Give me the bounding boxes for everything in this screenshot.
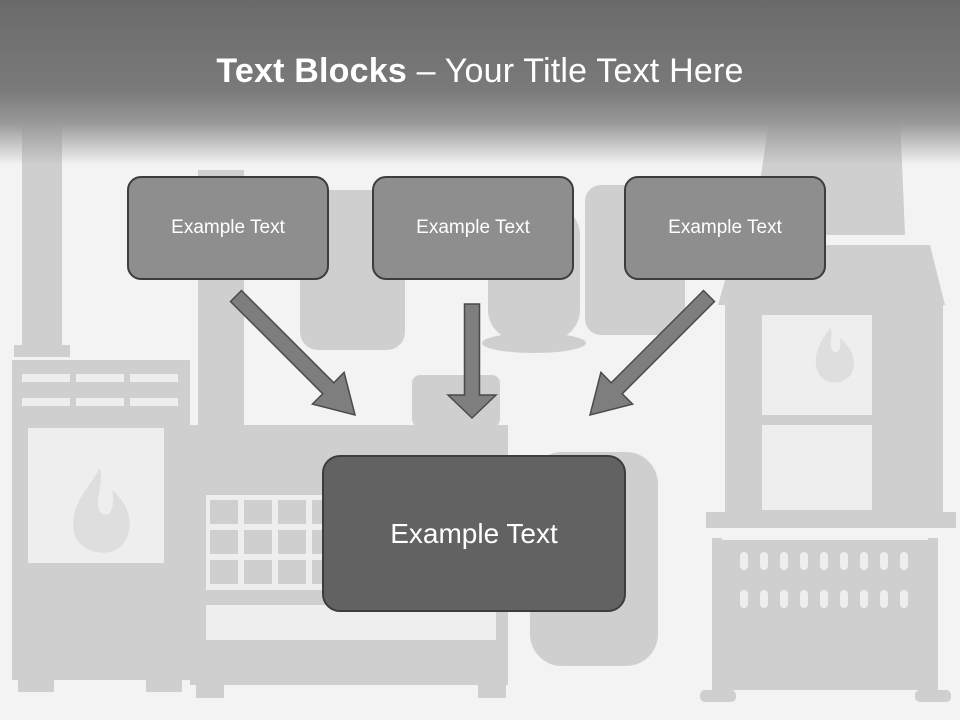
title-bold-part: Text Blocks [216,52,407,90]
arrow-right-to-center [588,289,716,417]
title-regular-part: Your Title Text Here [444,52,744,90]
title-separator: – [406,52,445,90]
arrow-middle-to-center [446,303,498,420]
text-block-right-label: Example Text [668,217,782,238]
slide-title: Text Blocks – Your Title Text Here [0,52,960,91]
arrow-left-to-center [229,289,357,417]
text-block-center[interactable]: Example Text [322,455,626,612]
text-block-right[interactable]: Example Text [624,176,826,280]
text-block-left-label: Example Text [171,217,285,238]
text-block-center-label: Example Text [390,517,558,549]
text-block-middle-label: Example Text [416,217,530,238]
title-band [0,0,960,165]
fireplace-flame [815,328,854,383]
text-block-left[interactable]: Example Text [127,176,329,280]
stove-flame [73,468,130,553]
text-block-middle[interactable]: Example Text [372,176,574,280]
